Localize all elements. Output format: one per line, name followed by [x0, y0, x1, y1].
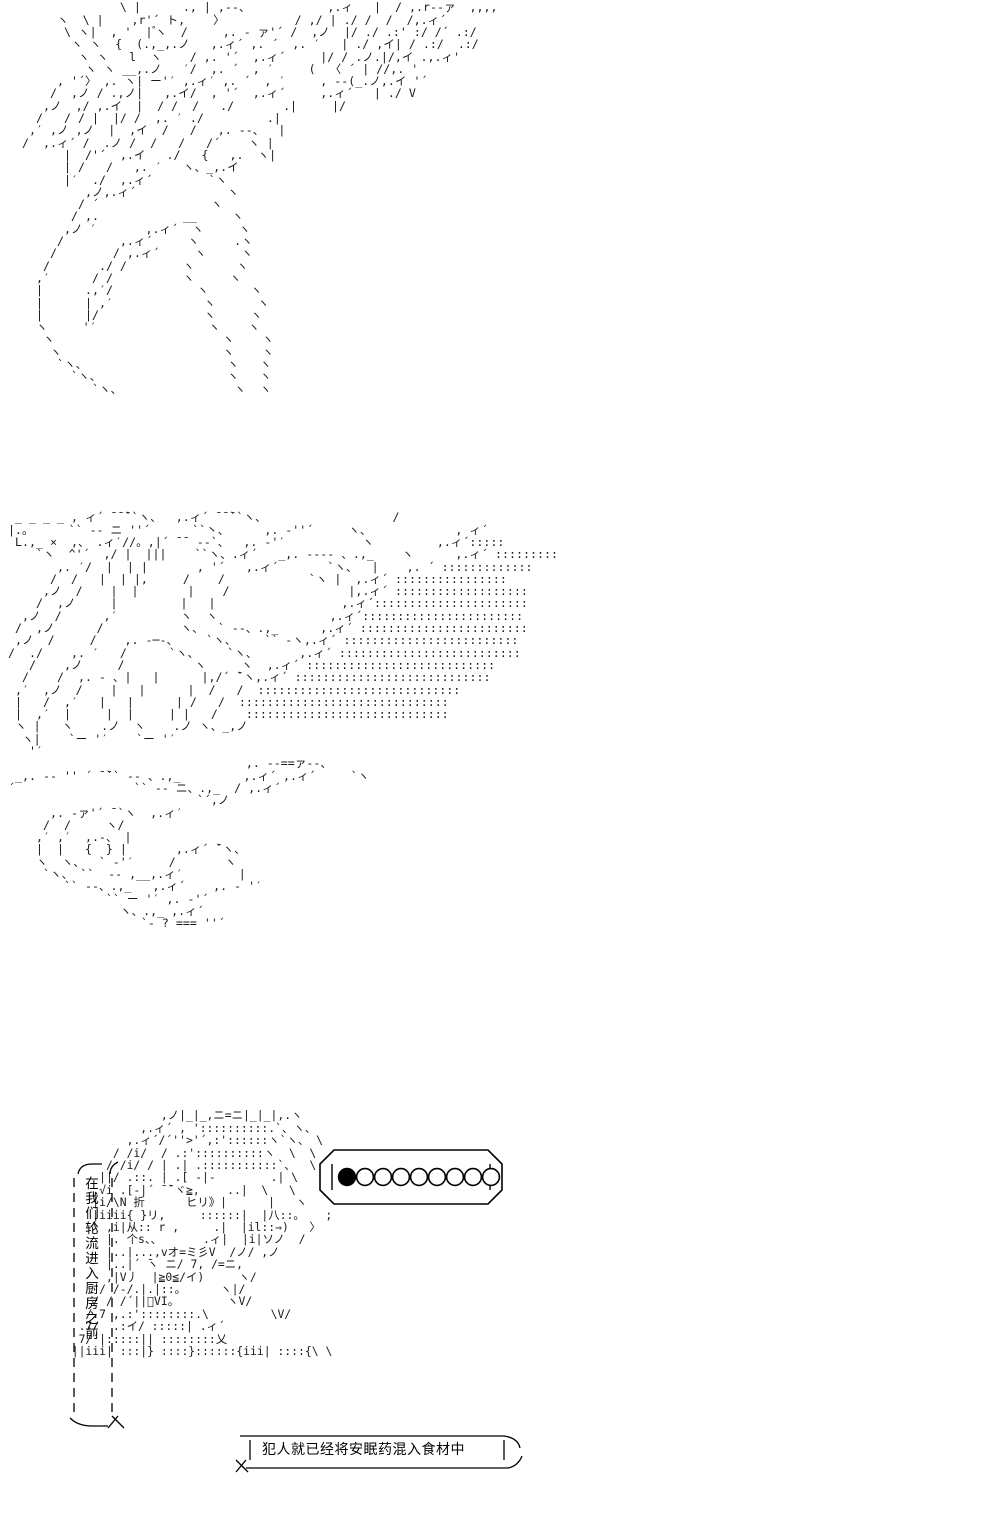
- horizontal-speech-text: 犯人就已经将安眠药混入食材中: [262, 1442, 465, 1458]
- horizontal-speech-box: 犯人就已经将安眠药混入食材中: [235, 1434, 523, 1484]
- horizontal-speech-frame-icon: [235, 1435, 523, 1473]
- progress-dot-gauge: ●○○○○○○○○: [318, 1148, 503, 1205]
- ascii-art-panel-middle: _ _ _ _ , ィ´ ̄ ̄ ̄``ヽ、 ,.ィ´ ̄ ̄ ̄``ヽ、 / …: [8, 510, 559, 931]
- ascii-art-panel-character: ,ノ|_|_,ニ=ニ|_|_|,.ヽ ,.ィ´ , '::::::::::.`、…: [71, 1108, 344, 1359]
- dot-gauge-frame-icon: [319, 1149, 503, 1205]
- dot-gauge-dots: [337, 1167, 501, 1187]
- vertical-speech-box: 在我们轮流进入厨房之前: [68, 1160, 125, 1429]
- ascii-art-panel-top: \ | ., | ,--、 ,.ィ | / ,.r‐‐ァ ,,,, ヽ \ | …: [22, 0, 498, 396]
- vertical-speech-text: 在我们轮流进入厨房之前: [82, 1176, 98, 1341]
- vertical-speech-frame-icon: [69, 1161, 125, 1429]
